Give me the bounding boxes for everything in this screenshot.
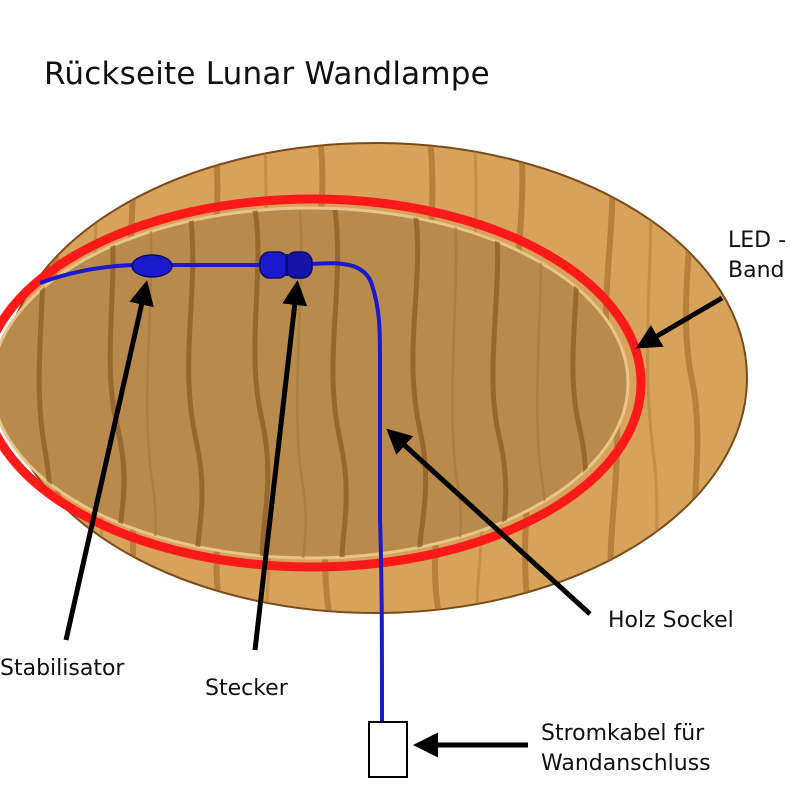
stecker-component xyxy=(259,251,313,279)
label-stromkabel-line1: Stromkabel für xyxy=(541,721,705,746)
led-strip xyxy=(0,194,646,572)
arrow-holz-sockel xyxy=(386,428,592,616)
label-holz-sockel: Holz Sockel xyxy=(608,608,734,633)
diagram-title: Rückseite Lunar Wandlampe xyxy=(44,56,490,92)
arrow-led-band xyxy=(635,295,724,349)
annotation-arrows xyxy=(63,280,724,758)
label-led-line1: LED - xyxy=(728,228,787,253)
label-stabilisator: Stabilisator xyxy=(0,656,125,681)
label-stecker: Stecker xyxy=(205,676,288,701)
label-stromkabel-line2: Wandanschluss xyxy=(541,751,711,776)
stabilisator-component xyxy=(131,254,173,278)
arrow-stabilisator xyxy=(63,280,154,641)
wall-connector-box xyxy=(368,721,408,778)
label-led-line2: Band xyxy=(728,258,785,283)
arrow-stecker xyxy=(252,280,308,651)
